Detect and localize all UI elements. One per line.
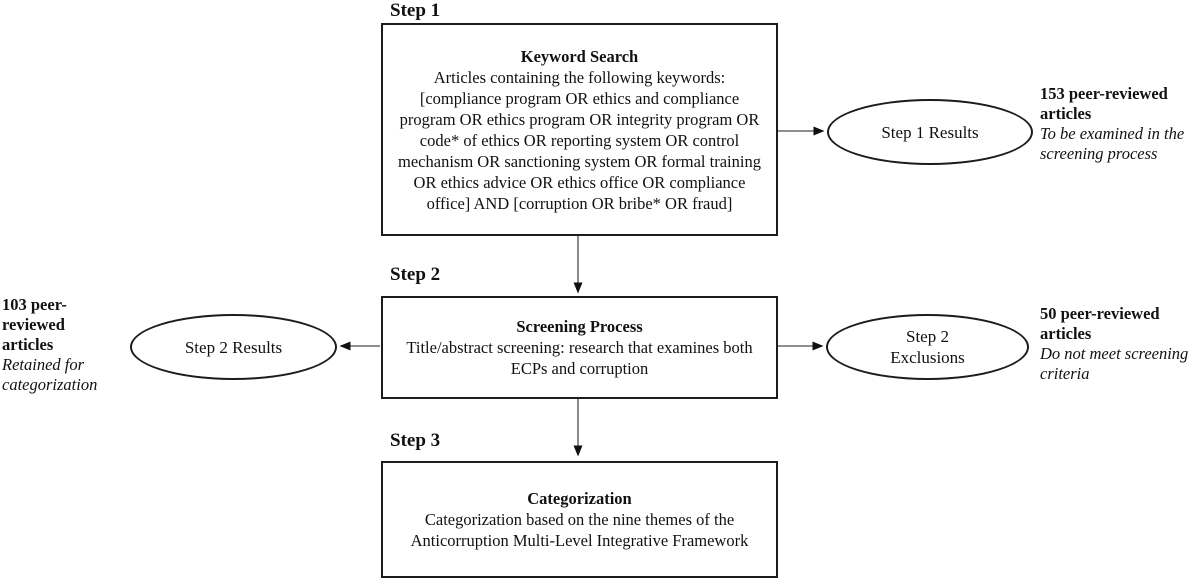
step1-title: Keyword Search <box>520 46 639 66</box>
annotation-step2-results-count: 103 peer-reviewed articles <box>2 295 67 354</box>
step3-title: Categorization <box>527 489 632 508</box>
step2-box: Screening Process Title/abstract screeni… <box>381 296 778 399</box>
step2-results-ellipse: Step 2 Results <box>130 314 337 380</box>
step2-body: Title/abstract screening: research that … <box>406 338 753 378</box>
step1-results-label: Step 1 Results <box>881 122 979 142</box>
step2-label: Step 2 <box>390 264 441 285</box>
step1-box: Keyword Search Articles containing the f… <box>381 23 778 236</box>
annotation-step2-results: 103 peer-reviewed articles Retained for … <box>2 295 116 395</box>
annotation-step2-results-note: Retained for categorization <box>2 355 98 394</box>
step3-body: Categorization based on the nine themes … <box>410 510 749 550</box>
annotation-step1-results-count: 153 peer-reviewed articles <box>1040 84 1168 123</box>
step1-body: Articles containing the following keywor… <box>398 67 761 213</box>
annotation-step2-exclusions: 50 peer-reviewed articles Do not meet sc… <box>1040 304 1200 384</box>
annotation-step2-exclusions-note: Do not meet screening criteria <box>1040 344 1189 383</box>
step2-results-label: Step 2 Results <box>184 337 283 357</box>
annotation-step2-exclusions-count: 50 peer-reviewed articles <box>1040 304 1160 343</box>
annotation-step1-results-note: To be examined in the screening process <box>1040 124 1185 163</box>
step2-exclusions-ellipse: Step 2 Exclusions <box>826 314 1029 380</box>
step3-label: Step 3 <box>390 430 441 451</box>
step2-title: Screening Process <box>516 317 643 336</box>
step2-exclusions-label: Step 2 Exclusions <box>890 327 965 367</box>
step3-box: Categorization Categorization based on t… <box>381 461 778 578</box>
step1-label: Step 1 <box>390 0 441 21</box>
step1-results-ellipse: Step 1 Results <box>827 99 1033 165</box>
annotation-step1-results: 153 peer-reviewed articles To be examine… <box>1040 84 1200 164</box>
